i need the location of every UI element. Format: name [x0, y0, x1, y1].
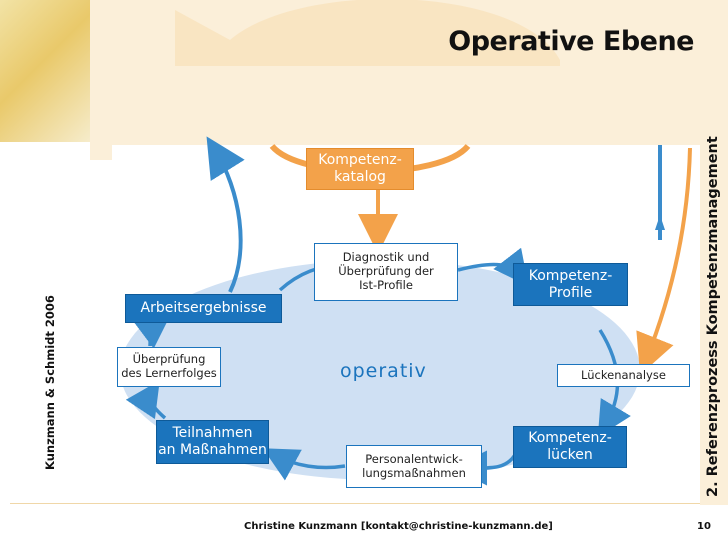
arrow-ueberpruefung-arbeit	[132, 313, 172, 349]
page-number: 10	[697, 521, 711, 532]
arrow-right-blue-head	[655, 215, 665, 230]
node-lueckenanalyse: Lückenanalyse	[557, 364, 690, 387]
background-arc	[175, 0, 560, 66]
node-diagnostik: Diagnostik und Überprüfung der Ist-Profi…	[314, 243, 458, 301]
node-kompetenzluecken: Kompetenz- lücken	[513, 426, 627, 468]
arrow-teilnahmen-ueberpruefung	[125, 380, 167, 420]
node-kompetenzprofile: Kompetenz- Profile	[513, 263, 628, 306]
arrow-right-orange	[636, 147, 692, 375]
footer-author: Christine Kunzmann [kontakt@christine-ku…	[244, 521, 553, 532]
node-teilnahmen: Teilnahmen an Maßnahmen	[156, 420, 269, 464]
arrow-personal-teilnahmen	[262, 448, 346, 481]
node-personalentwicklung: Personalentwick- lungsmaßnahmen	[346, 445, 482, 488]
team-hands-photo	[0, 0, 90, 142]
node-ueberpruefung: Überprüfung des Lernerfolges	[117, 347, 221, 387]
node-arbeitsergebnisse: Arbeitsergebnisse	[125, 294, 282, 323]
center-label-operativ: operativ	[340, 360, 427, 382]
arrow-arbeit-upward	[206, 136, 245, 293]
background-right-strip	[700, 90, 728, 505]
page-title: Operative Ebene	[448, 26, 694, 57]
node-kompetenzkatalog: Kompetenz- katalog	[306, 148, 414, 190]
footer-divider	[10, 503, 700, 504]
